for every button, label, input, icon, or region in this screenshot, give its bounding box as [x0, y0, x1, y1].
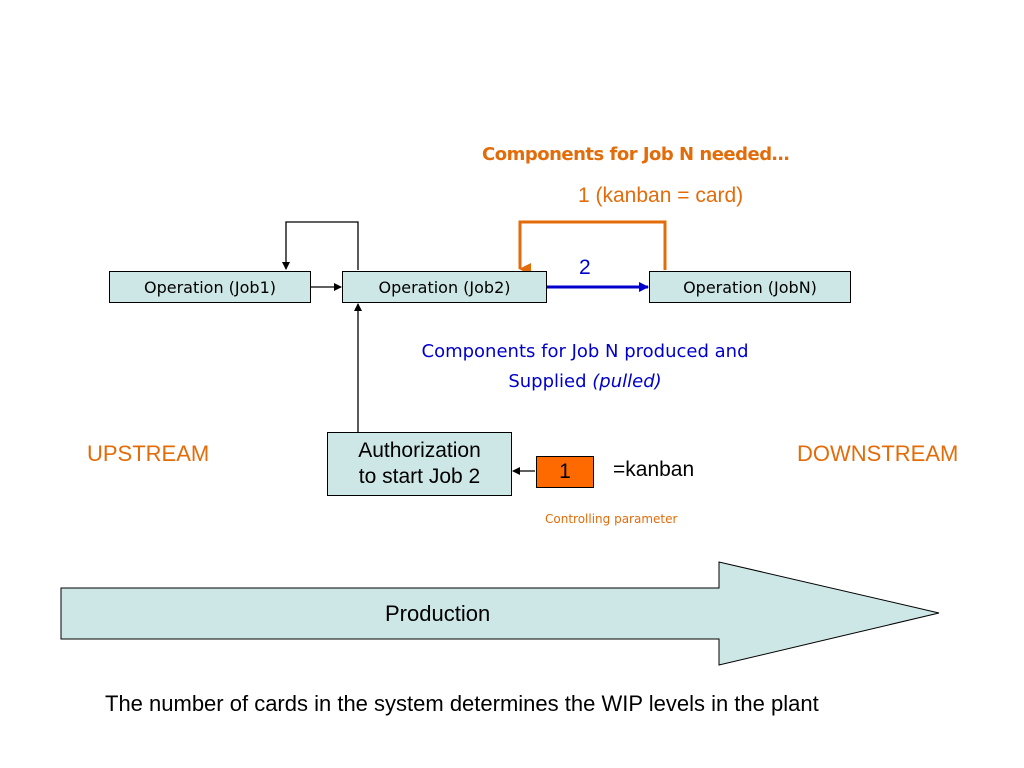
upstream-label: UPSTREAM	[87, 441, 210, 466]
feedback-loop-arrow	[282, 221, 359, 270]
produced-text-line1: Components for Job N produced and	[421, 341, 749, 362]
operation-jobn-box: Operation (JobN)	[649, 271, 851, 303]
authorization-box: Authorization to start Job 2	[327, 432, 512, 496]
kanban-card-flow-label: 1 (kanban = card)	[578, 184, 744, 207]
kanban-card-value: 1	[559, 460, 571, 483]
parts-flow-label: 2	[579, 256, 591, 279]
produced-text: Components for Job N produced and Suppli…	[380, 337, 790, 397]
kanban-card: 1	[536, 456, 594, 488]
produced-text-line2: Supplied (pulled)	[508, 371, 662, 392]
production-label: Production	[385, 601, 491, 626]
operation-job1-label: Operation (Job1)	[143, 277, 277, 297]
authorization-line1: Authorization	[358, 439, 481, 462]
operation-job1-box: Operation (Job1)	[109, 271, 311, 303]
production-arrow	[60, 561, 940, 666]
authorization-line2: to start Job 2	[358, 465, 481, 488]
kanban-label: =kanban	[613, 458, 695, 481]
operation-jobn-label: Operation (JobN)	[683, 277, 817, 297]
arrow-kanban-card-flow	[518, 220, 667, 275]
headline: Components for Job N needed…	[482, 144, 790, 165]
operation-job2-box: Operation (Job2)	[342, 271, 547, 303]
operation-job2-label: Operation (Job2)	[378, 277, 511, 297]
controlling-parameter-label: Controlling parameter	[545, 512, 678, 526]
footer-statement: The number of cards in the system determ…	[105, 691, 819, 716]
downstream-label: DOWNSTREAM	[797, 441, 959, 466]
